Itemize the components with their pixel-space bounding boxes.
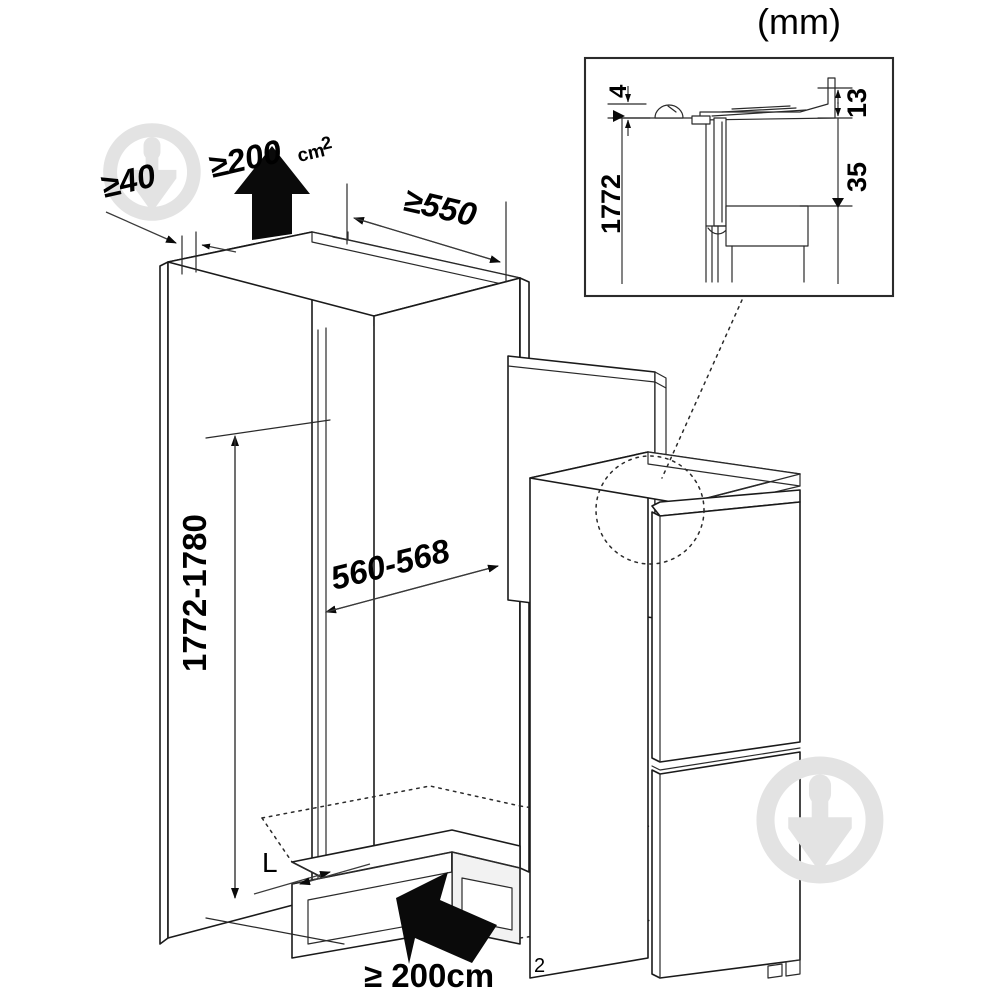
dimension-depth-550 [346, 183, 507, 283]
dimension-clearance-40 [105, 211, 237, 275]
detail-label-13: 13 [842, 88, 872, 118]
label-width-560-568: 560-568 [327, 531, 454, 596]
detail-box [583, 56, 895, 298]
detail-worktop-line-2 [721, 107, 797, 113]
dimension-plinth-L [253, 863, 371, 895]
detail-worktop-line-1 [711, 109, 807, 117]
arrow-L-left [299, 863, 371, 886]
label-vent-bottom-area: ≥ 200cm [364, 957, 494, 994]
label-height-1772-1780: 1772-1780 [176, 514, 213, 672]
detail-leader-line [661, 299, 743, 479]
vent-arrow-bottom-glyph [396, 872, 497, 964]
detail-hinge-cap [654, 104, 684, 119]
ext-line-h-top [205, 419, 331, 439]
detail-dim35-tick [832, 198, 844, 208]
label-vent-top-area: ≥200 [205, 132, 285, 185]
arrow-550-right [353, 217, 501, 263]
bottom-ventilation-arrow [396, 872, 497, 964]
label-vent-top-exponent: 2 [319, 132, 333, 154]
label-vent-bottom-exponent: 2 [534, 955, 545, 977]
refrigerator-appliance [529, 451, 801, 979]
detail-worktop-line-3 [731, 105, 791, 110]
detail-box-frame [583, 56, 895, 298]
detail-label-4: 4 [605, 84, 632, 98]
niche-floor-hidden-left [261, 817, 293, 863]
appliance-foot-left [767, 963, 783, 979]
detail-cabinet-block [725, 205, 809, 247]
vent-arrow-up-glyph [234, 146, 310, 240]
ext-line-h-bottom [205, 917, 345, 945]
appliance-foot-right [785, 959, 801, 977]
open-door-panel-inner-line [507, 365, 656, 383]
label-clearance-40: ≥40 [97, 156, 159, 205]
detail-tab [691, 115, 711, 125]
dimension-width-560-568 [325, 564, 499, 614]
detail-hinge-tick [667, 105, 677, 113]
unit-label: (mm) [757, 1, 841, 42]
arrow-40-left [105, 211, 177, 244]
label-plinth-L: L [262, 847, 278, 878]
hinge-detail-callout-circle [595, 455, 705, 565]
detail-label-1772: 1772 [596, 174, 626, 234]
top-ventilation-arrow [234, 146, 310, 240]
plinth-top-edge-right [451, 851, 521, 869]
dimension-height-1772-1780 [205, 419, 345, 945]
arrow-L-right [253, 870, 331, 895]
detail-dim4-tick [613, 110, 625, 122]
appliance-top-door-rail [651, 489, 801, 517]
label-depth-550: ≥550 [400, 181, 480, 234]
arrow-40-right [201, 243, 237, 253]
arrow-w-right [325, 564, 499, 613]
niche-rear-notch [332, 231, 349, 241]
open-door-panel-inner-line-2 [654, 381, 667, 389]
niche-floor-hidden-back [261, 785, 521, 819]
detail-label-35: 35 [842, 162, 872, 192]
appliance-door-gap-line [651, 747, 801, 771]
